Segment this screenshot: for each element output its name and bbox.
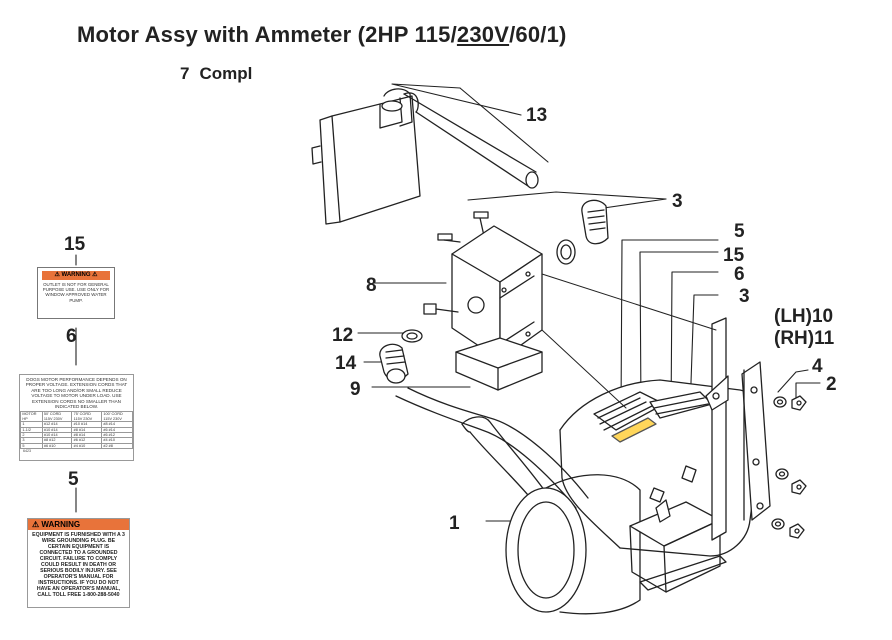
callout-13: 13	[526, 105, 548, 126]
mounting-bracket-rh	[741, 361, 771, 521]
cord-table-header-cell: 75' CORD 115V 230V	[71, 411, 102, 423]
callout-10-lh: (LH)10	[774, 306, 834, 327]
block-bracket	[455, 337, 543, 391]
washers-and-nuts	[771, 395, 807, 539]
cable	[395, 387, 589, 509]
assembly-lines	[541, 273, 717, 409]
callout-9: 9	[350, 379, 361, 400]
decal-5-text: EQUIPMENT IS FURNISHED WITH A 3 WIRE GRO…	[32, 532, 125, 598]
cord-table-row: 1-1/2#10 #14#8 #14#6 #14	[20, 426, 133, 434]
callout-2: 2	[826, 374, 837, 395]
page-title: Motor Assy with Ammeter (2HP 115/230V/60…	[77, 22, 567, 48]
cord-table-header-cell: 50' CORD 115V 230V	[41, 411, 73, 423]
title-part-2: 230V	[456, 22, 510, 47]
callout-6-left: 6	[66, 326, 77, 347]
decal-5-header: ⚠ WARNING	[28, 519, 129, 530]
cord-table-row: 5#6 #10#4 #10#2 #8	[20, 442, 133, 450]
callout-15-left: 15	[64, 234, 86, 255]
callout-8: 8	[366, 275, 377, 296]
callout-4: 4	[812, 356, 823, 377]
callout-6-right: 6	[734, 264, 745, 285]
callout-5-right: 5	[734, 221, 745, 242]
callout-3-upper: 3	[672, 191, 683, 212]
cord-table-cell: #2 #8	[101, 442, 133, 450]
conduit-pipe	[403, 92, 539, 189]
grounding-warning-decal: ⚠ WARNING EQUIPMENT IS FURNISHED WITH A …	[27, 518, 130, 608]
lower-fittings	[379, 329, 423, 384]
title-part-1: Motor Assy with Ammeter (2HP 115/	[77, 22, 457, 47]
decal-15-header: ⚠ WARNING ⚠	[42, 271, 110, 280]
warning-decal-outlet: ⚠ WARNING ⚠ OUTLET IS NOT FOR GENERAL PU…	[37, 267, 115, 319]
callout-3-right: 3	[739, 286, 750, 307]
callout-5-left: 5	[68, 469, 79, 490]
decal-15-text: OUTLET IS NOT FOR GENERAL PURPOSE USE. U…	[42, 282, 110, 303]
mounting-bracket-lh	[705, 317, 729, 541]
cord-table-header-cell: MOTOR HP	[20, 411, 43, 423]
decal-6-text: DOGS MOTOR PERFORMANCE DEPENDS ON PROPER…	[25, 377, 128, 410]
assembly-number: 7	[180, 64, 190, 83]
title-part-3: /60/1)	[509, 22, 567, 47]
decal-6-footer: 6423	[23, 449, 31, 454]
leader-lines	[75, 83, 821, 522]
callout-12: 12	[332, 325, 354, 346]
cord-table-header-cell: 100' CORD 115V 230V	[101, 411, 133, 423]
ammeter-box	[311, 88, 421, 225]
callout-11-rh: (RH)11	[774, 328, 835, 349]
callout-14: 14	[335, 353, 357, 374]
cord-table-cell: #6 #10	[41, 442, 73, 450]
callout-1: 1	[449, 513, 460, 534]
assembly-label: Compl	[199, 64, 253, 83]
assembly-subtitle: 7 Compl	[180, 64, 252, 84]
cord-table-cell: #4 #10	[71, 442, 102, 450]
callout-15-right: 15	[723, 245, 745, 266]
screws-top	[423, 211, 489, 315]
motor-performance-decal: DOGS MOTOR PERFORMANCE DEPENDS ON PROPER…	[19, 374, 134, 461]
cord-table-cell: 5	[20, 442, 43, 450]
motor-studs	[649, 465, 697, 503]
elbow-fitting-upper	[556, 199, 609, 265]
